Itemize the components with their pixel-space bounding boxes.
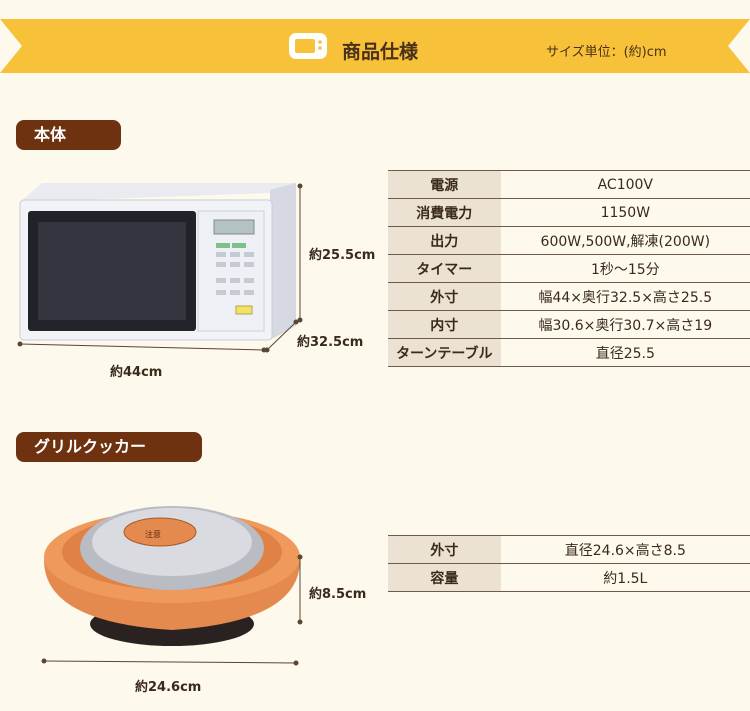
spec-value: 約1.5L (500, 563, 750, 592)
microwave-illustration (17, 183, 303, 353)
cover-caution-label: 注意 (145, 529, 161, 539)
grill-cooker-illustration: 注意 (41, 506, 303, 666)
spec-value: 幅44×奥行32.5×高さ25.5 (500, 282, 750, 311)
dim-width-body: 約44cm (110, 365, 163, 380)
banner-ribbon (0, 19, 750, 73)
spec-row: ターンテーブル直径25.5 (388, 338, 750, 367)
spec-key: 外寸 (388, 282, 501, 311)
dim-width-grill: 約24.6cm (135, 680, 202, 695)
section-label-body: 本体 (16, 120, 121, 150)
spec-value: 幅30.6×奥行30.7×高さ19 (500, 310, 750, 339)
spec-key: 消費電力 (388, 198, 501, 227)
spec-value: AC100V (500, 170, 750, 199)
spec-key: ターンテーブル (388, 338, 501, 367)
spec-key: 外寸 (388, 535, 501, 564)
spec-key: タイマー (388, 254, 501, 283)
spec-value: 1150W (500, 198, 750, 227)
spec-row: 容量約1.5L (388, 563, 750, 592)
spec-row: 外寸幅44×奥行32.5×高さ25.5 (388, 282, 750, 311)
unit-note: サイズ単位：(約)cm (546, 45, 667, 60)
spec-key: 電源 (388, 170, 501, 199)
spec-key: 内寸 (388, 310, 501, 339)
spec-row: 外寸直径24.6×高さ8.5 (388, 535, 750, 564)
spec-key: 出力 (388, 226, 501, 255)
spec-key: 容量 (388, 563, 501, 592)
dim-height-body: 約25.5cm (309, 248, 376, 263)
spec-value: 直径25.5 (500, 338, 750, 367)
spec-value: 600W,500W,解凍(200W) (500, 226, 750, 255)
dim-height-grill: 約8.5cm (309, 587, 367, 602)
spec-value: 1秒〜15分 (500, 254, 750, 283)
page-title: 商品仕様 (342, 41, 419, 63)
section-label-grill: グリルクッカー (16, 432, 202, 462)
header-banner: 商品仕様 サイズ単位：(約)cm (0, 15, 750, 77)
spec-row: 内寸幅30.6×奥行30.7×高さ19 (388, 310, 750, 339)
spec-value: 直径24.6×高さ8.5 (500, 535, 750, 564)
dim-depth-body: 約32.5cm (297, 335, 364, 350)
